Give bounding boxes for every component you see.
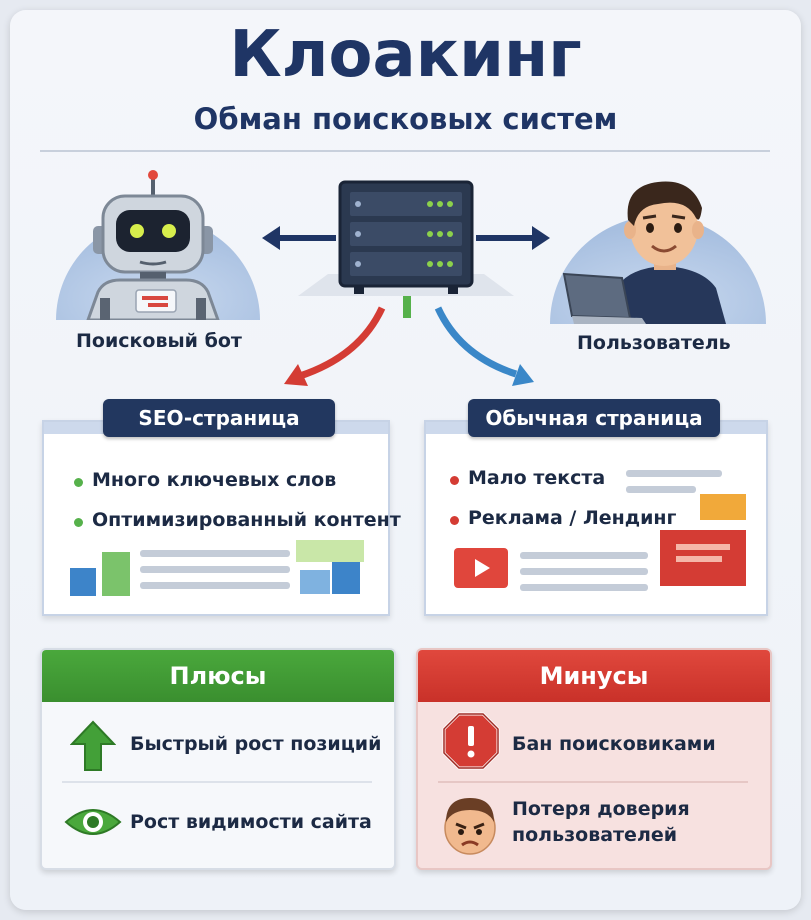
pros-divider <box>62 781 372 783</box>
banner-line <box>676 544 730 550</box>
cons-divider <box>438 781 748 783</box>
red-arrow-icon <box>284 364 308 386</box>
bot-label: Поисковый бот <box>76 330 242 352</box>
page-subtitle: Обман поисковых систем <box>193 102 618 136</box>
text-line <box>140 582 290 589</box>
robot-icon <box>56 170 260 320</box>
seo-bullet-dot <box>74 478 83 487</box>
text-line <box>626 486 696 493</box>
blue-arrow-icon <box>512 364 534 386</box>
pros-item-2: Рост видимости сайта <box>130 811 372 833</box>
laptop-icon <box>562 272 646 324</box>
eye-icon <box>64 809 122 835</box>
normal-bullet-2: Реклама / Лендинг <box>468 507 677 529</box>
pros-item-1: Быстрый рост позиций <box>130 733 382 755</box>
normal-page-tag: Обычная страница <box>468 399 720 437</box>
angry-face-icon <box>444 798 496 855</box>
normal-bullet-1: Мало текста <box>468 467 606 489</box>
text-line <box>520 552 648 559</box>
seo-chart-bar <box>332 562 360 594</box>
title-divider <box>40 150 770 152</box>
banner-line <box>676 556 722 562</box>
ad-banner <box>700 494 746 520</box>
seo-bullet-dot <box>74 518 83 527</box>
cons-item-2: Потеря доверия пользователей <box>512 798 690 846</box>
pros-title: Плюсы <box>42 650 394 702</box>
cons-item-1: Бан поисковиками <box>512 733 716 755</box>
text-line <box>140 566 290 573</box>
user-label: Пользователь <box>577 332 731 354</box>
seo-bullet-2: Оптимизированный контент <box>92 509 401 531</box>
text-line <box>626 470 722 477</box>
seo-highlight-block <box>296 540 364 562</box>
server-icon <box>262 180 550 318</box>
text-line <box>520 584 648 591</box>
video-play-icon <box>454 548 508 588</box>
normal-bullet-dot <box>450 476 459 485</box>
seo-chart-bar <box>102 552 130 596</box>
arrow-up-icon <box>70 720 116 771</box>
cons-title: Минусы <box>418 650 770 702</box>
text-line <box>520 568 648 575</box>
seo-chart-bar <box>70 568 96 596</box>
seo-bullet-1: Много ключевых слов <box>92 469 337 491</box>
page-title: Клоакинг <box>229 18 582 92</box>
seo-page-tag: SEO-страница <box>103 399 335 437</box>
normal-bullet-dot <box>450 516 459 525</box>
split-arrows <box>284 306 534 386</box>
seo-chart-bar <box>300 570 330 594</box>
text-line <box>140 550 290 557</box>
stop-sign-icon <box>442 712 500 770</box>
